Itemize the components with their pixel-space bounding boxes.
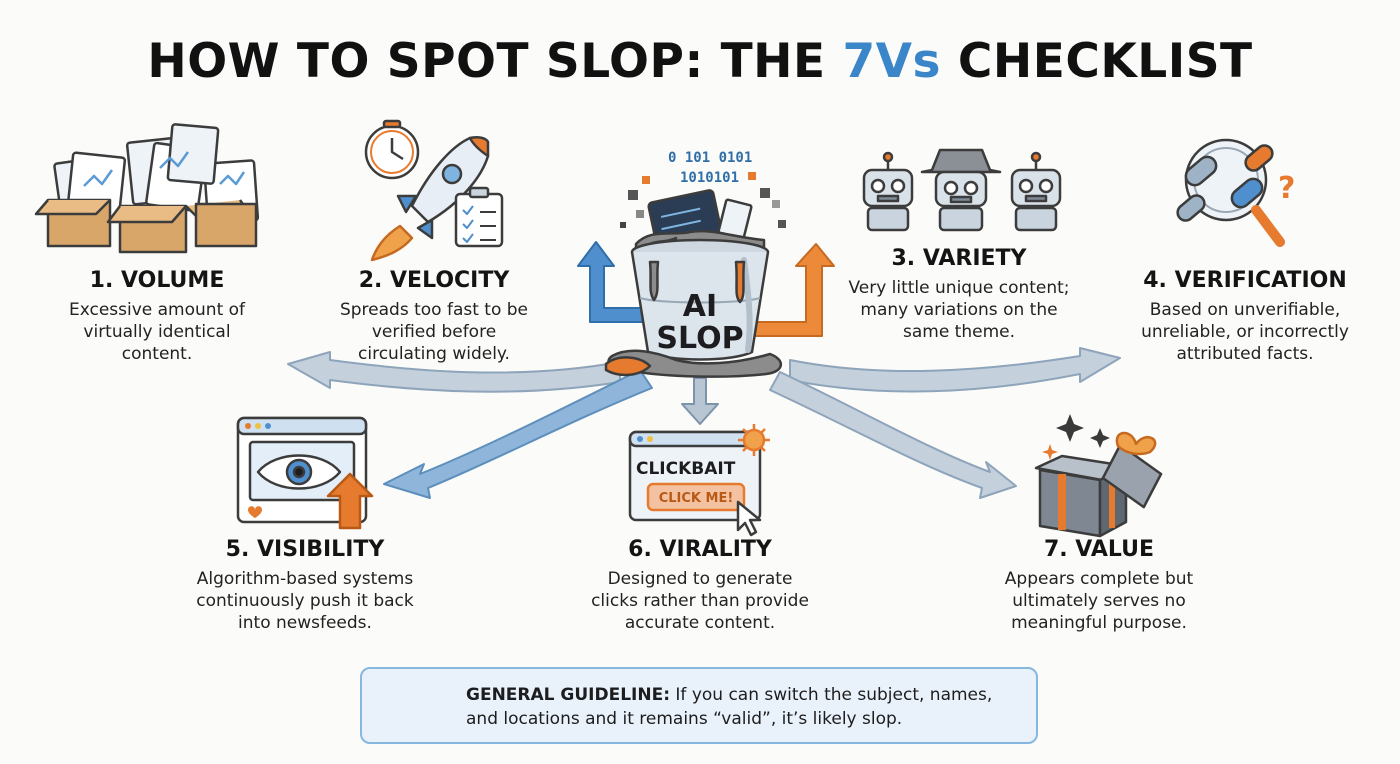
item-line: many variations on the: [860, 300, 1058, 320]
item-line: attributed facts.: [1176, 344, 1314, 364]
item-virality: 6. VIRALITY Designed to generate clicks …: [565, 537, 835, 634]
item-velocity: 2. VELOCITY Spreads too fast to be verif…: [318, 268, 550, 365]
arrow-elbow-right: [749, 243, 835, 337]
click-me-label: CLICK ME!: [659, 491, 734, 506]
broken-chain-magnifier-icon: ?: [1176, 138, 1295, 247]
item-heading: 5. VISIBILITY: [225, 537, 385, 562]
arrow-to-value: [769, 371, 1017, 499]
binary-text-1: 0 101 0101: [668, 150, 752, 166]
item-volume: 1. VOLUME Excessive amount of virtually …: [52, 268, 262, 365]
arrow-to-volume: [287, 351, 621, 393]
identical-robots-icon: [862, 148, 1062, 232]
guideline-body: If you can switch the subject, names, an…: [466, 685, 993, 729]
heart-icon: [248, 506, 262, 518]
binary-text-2: 1010101: [680, 170, 739, 186]
eye-feed-window-icon: [236, 416, 374, 530]
cursor-icon: [736, 500, 762, 537]
item-variety: 3. VARIETY Very little unique content; m…: [834, 246, 1084, 343]
item-heading: 2. VELOCITY: [358, 268, 510, 293]
item-heading: 3. VARIETY: [891, 246, 1027, 271]
item-line: circulating widely.: [358, 344, 510, 364]
item-line: virtually identical: [83, 322, 231, 342]
page-title: HOW TO SPOT SLOP: THE 7Vs CHECKLIST: [0, 34, 1400, 89]
item-heading: 1. VOLUME: [89, 268, 225, 293]
item-line: same theme.: [902, 322, 1016, 342]
item-line: accurate content.: [624, 613, 776, 633]
item-line: clicks rather than provide: [591, 591, 809, 611]
item-line: meaningful purpose.: [1011, 613, 1187, 633]
clickbait-window-icon: CLICKBAIT CLICK ME!: [628, 424, 770, 537]
virus-icon: [738, 424, 770, 456]
stacked-boxes-icon: [34, 123, 260, 254]
arrow-to-verification: [789, 347, 1121, 393]
item-line: Based on unverifiable,: [1149, 300, 1341, 320]
up-arrow-icon: [326, 472, 374, 530]
rocket-clock-checklist-icon: [364, 119, 504, 262]
clickbait-label: CLICKBAIT: [636, 459, 736, 479]
item-line: into newsfeeds.: [238, 613, 372, 633]
arrow-to-virality: [681, 377, 719, 425]
robot-icon: [862, 151, 914, 232]
guideline-label: GENERAL GUIDELINE:: [466, 685, 671, 705]
item-line: ultimately serves no: [1012, 591, 1186, 611]
sparkle-icon: [1056, 414, 1084, 442]
item-line: Appears complete but: [1004, 569, 1194, 589]
rocket-flame: [370, 224, 414, 262]
item-line: unreliable, or incorrectly: [1141, 322, 1349, 342]
title-suffix: CHECKLIST: [941, 34, 1253, 89]
item-heading: 6. VIRALITY: [628, 537, 772, 562]
robot-icon-2: [1010, 151, 1062, 232]
item-visibility: 5. VISIBILITY Algorithm-based systems co…: [170, 537, 440, 634]
click-me-button: [646, 482, 746, 512]
title-prefix: HOW TO SPOT SLOP: THE: [147, 34, 843, 89]
item-line: continuously push it back: [196, 591, 414, 611]
arrow-elbow-left: [577, 241, 649, 323]
title-accent: 7Vs: [842, 34, 942, 89]
item-line: Spreads too fast to be: [339, 300, 529, 320]
robot-hat-icon: [920, 148, 1002, 232]
item-value: 7. VALUE Appears complete but ultimately…: [974, 537, 1224, 634]
item-line: Excessive amount of: [68, 300, 246, 320]
arrow-to-visibility: [383, 369, 653, 499]
item-heading: 7. VALUE: [1043, 537, 1154, 562]
item-line: content.: [121, 344, 193, 364]
question-mark-icon: ?: [1278, 171, 1295, 206]
pixel-debris: [620, 172, 786, 228]
item-verification: 4. VERIFICATION Based on unverifiable, u…: [1120, 268, 1370, 365]
center-label-ai: AI: [683, 289, 717, 324]
item-line: Algorithm-based systems: [196, 569, 414, 589]
flow-arrows: [287, 241, 1121, 499]
empty-gift-box-icon: [1034, 414, 1163, 538]
item-line: Very little unique content;: [848, 278, 1070, 298]
center-label-slop: SLOP: [656, 321, 743, 356]
general-guideline-box: GENERAL GUIDELINE: If you can switch the…: [360, 667, 1038, 744]
item-line: verified before: [371, 322, 497, 342]
item-line: Designed to generate: [607, 569, 793, 589]
ai-slop-bucket-icon: 0 101 0101 1010101 AI SLOP: [604, 150, 786, 378]
guideline-text: GENERAL GUIDELINE: If you can switch the…: [466, 683, 1026, 731]
item-heading: 4. VERIFICATION: [1143, 268, 1347, 293]
